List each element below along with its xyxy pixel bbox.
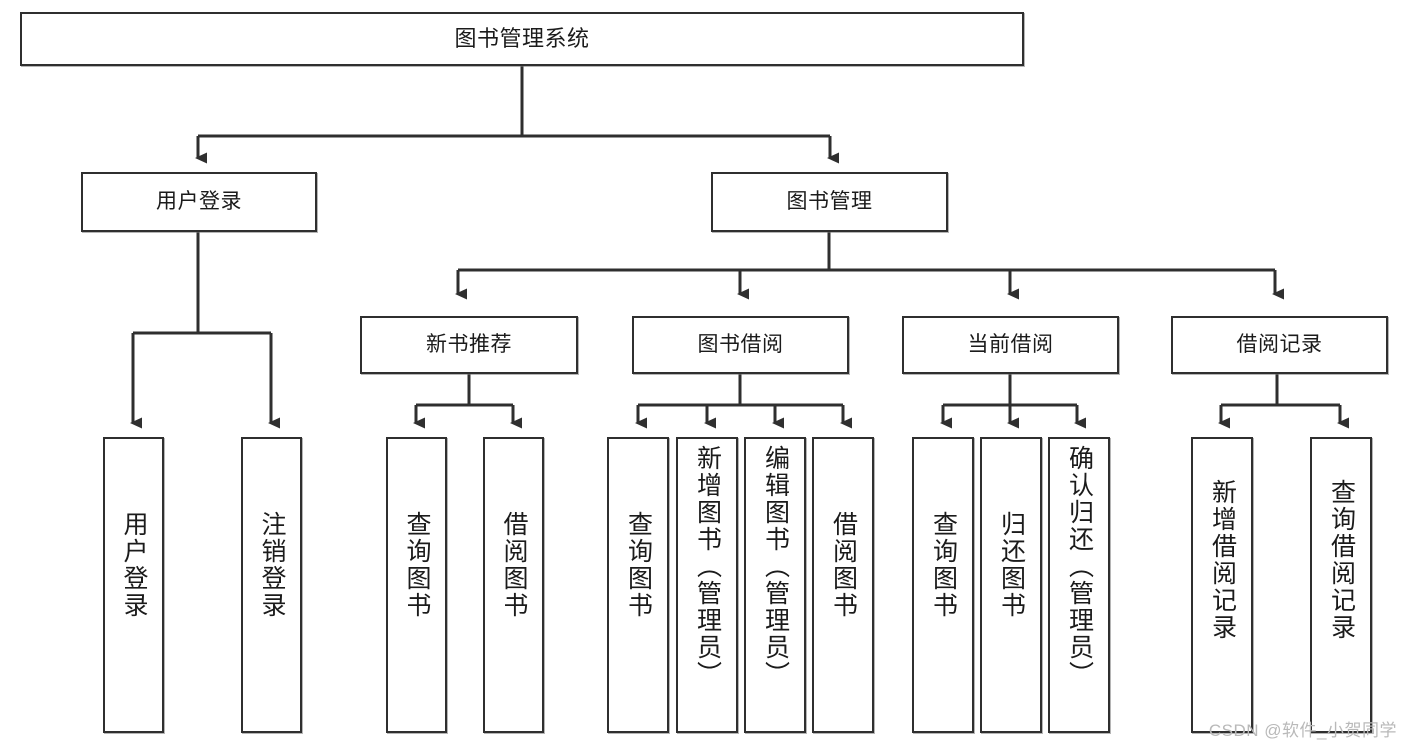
node-user-login[interactable]: 用户登录 (81, 172, 317, 232)
node-book-borrow-label: 图书借阅 (697, 332, 784, 356)
node-current-borrow[interactable]: 当前借阅 (902, 316, 1119, 374)
leaf-query-book-2[interactable]: 查询图书 (607, 437, 669, 733)
leaf-user-login[interactable]: 用户登录 (103, 437, 164, 733)
leaf-edit-book-label: 编辑图书（管理员） (761, 445, 790, 688)
leaf-user-login-label: 用户登录 (120, 511, 148, 619)
node-borrow-record[interactable]: 借阅记录 (1171, 316, 1388, 374)
leaf-add-book-label: 新增图书（管理员） (693, 445, 722, 688)
leaf-confirm-return[interactable]: 确认归还（管理员） (1048, 437, 1110, 733)
node-new-book-recommend[interactable]: 新书推荐 (360, 316, 578, 374)
leaf-add-book[interactable]: 新增图书（管理员） (676, 437, 738, 733)
leaf-query-record[interactable]: 查询借阅记录 (1310, 437, 1372, 733)
node-root-label: 图书管理系统 (454, 26, 590, 52)
leaf-return-book-label: 归还图书 (997, 511, 1026, 619)
node-current-borrow-label: 当前借阅 (967, 332, 1054, 356)
leaf-query-book-3[interactable]: 查询图书 (912, 437, 974, 733)
leaf-return-book[interactable]: 归还图书 (980, 437, 1042, 733)
leaf-borrow-book-2-label: 借阅图书 (829, 511, 858, 619)
leaf-logout-login[interactable]: 注销登录 (241, 437, 302, 733)
leaf-query-book-3-label: 查询图书 (929, 511, 958, 619)
leaf-query-book-2-label: 查询图书 (624, 511, 653, 619)
node-user-login-label: 用户登录 (156, 189, 242, 213)
leaf-edit-book[interactable]: 编辑图书（管理员） (744, 437, 806, 733)
leaf-query-record-label: 查询借阅记录 (1327, 479, 1356, 641)
leaf-logout-login-label: 注销登录 (258, 511, 286, 619)
node-book-borrow[interactable]: 图书借阅 (632, 316, 849, 374)
node-new-book-recommend-label: 新书推荐 (426, 332, 512, 356)
leaf-query-book-1[interactable]: 查询图书 (386, 437, 447, 733)
leaf-add-record[interactable]: 新增借阅记录 (1191, 437, 1253, 733)
node-book-manage[interactable]: 图书管理 (711, 172, 948, 232)
leaf-borrow-book-1-label: 借阅图书 (500, 511, 528, 619)
leaf-borrow-book-2[interactable]: 借阅图书 (812, 437, 874, 733)
node-root[interactable]: 图书管理系统 (20, 12, 1024, 66)
leaf-borrow-book-1[interactable]: 借阅图书 (483, 437, 544, 733)
node-borrow-record-label: 借阅记录 (1236, 332, 1323, 356)
leaf-add-record-label: 新增借阅记录 (1208, 479, 1237, 641)
leaf-query-book-1-label: 查询图书 (403, 511, 431, 619)
csdn-watermark: CSDN @软件_小贺同学 (1208, 721, 1397, 740)
leaf-confirm-return-label: 确认归还（管理员） (1065, 445, 1094, 688)
node-book-manage-label: 图书管理 (786, 189, 873, 213)
